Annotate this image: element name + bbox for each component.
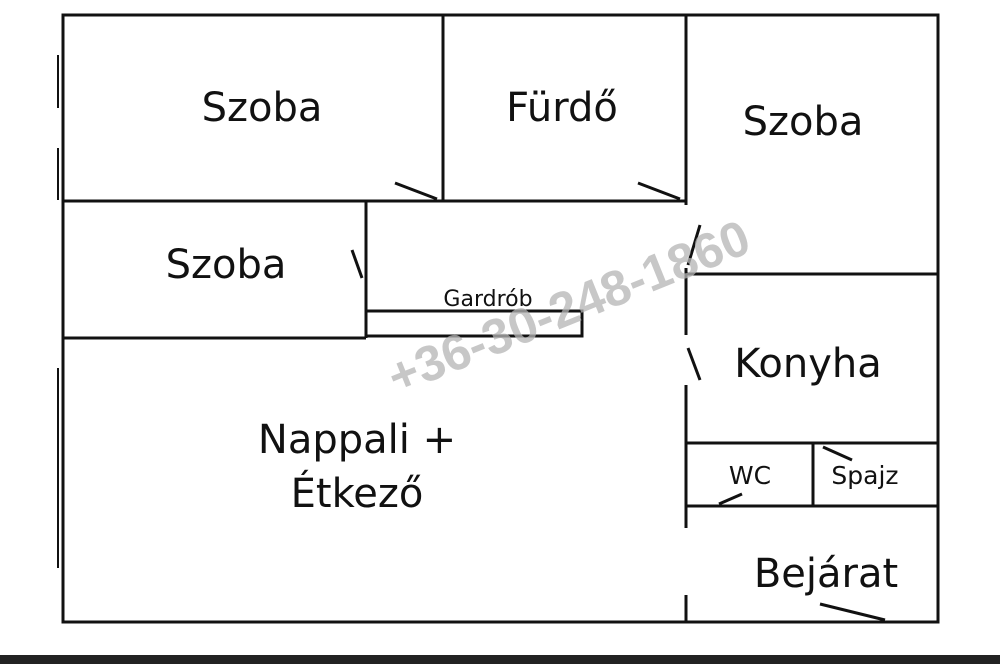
label-furdo: Fürdő: [506, 85, 618, 131]
label-szoba-top-left: Szoba: [202, 85, 323, 131]
gardrob-wardrobe: [364, 309, 584, 338]
label-nappali-line2: Étkező: [291, 469, 424, 517]
interior-walls: [63, 15, 938, 622]
watermark-phone: +36-30-248-1860: [380, 209, 758, 405]
watermark: +36-30-248-1860: [380, 209, 758, 405]
label-spajz: Spajz: [831, 461, 898, 490]
label-bejarat: Bejárat: [754, 551, 898, 597]
label-szoba-mid-left: Szoba: [166, 242, 287, 288]
label-konyha: Konyha: [734, 341, 882, 387]
label-gardrob: Gardrób: [443, 287, 532, 312]
outer-walls: [61, 13, 940, 624]
bottom-strip: [0, 655, 1000, 664]
room-labels: Szoba Fürdő Szoba Szoba Gardrób Konyha N…: [166, 85, 899, 597]
label-wc: WC: [729, 461, 771, 490]
door-marks: [350, 181, 886, 622]
label-nappali-line1: Nappali +: [258, 417, 456, 463]
label-szoba-top-right: Szoba: [743, 99, 864, 145]
